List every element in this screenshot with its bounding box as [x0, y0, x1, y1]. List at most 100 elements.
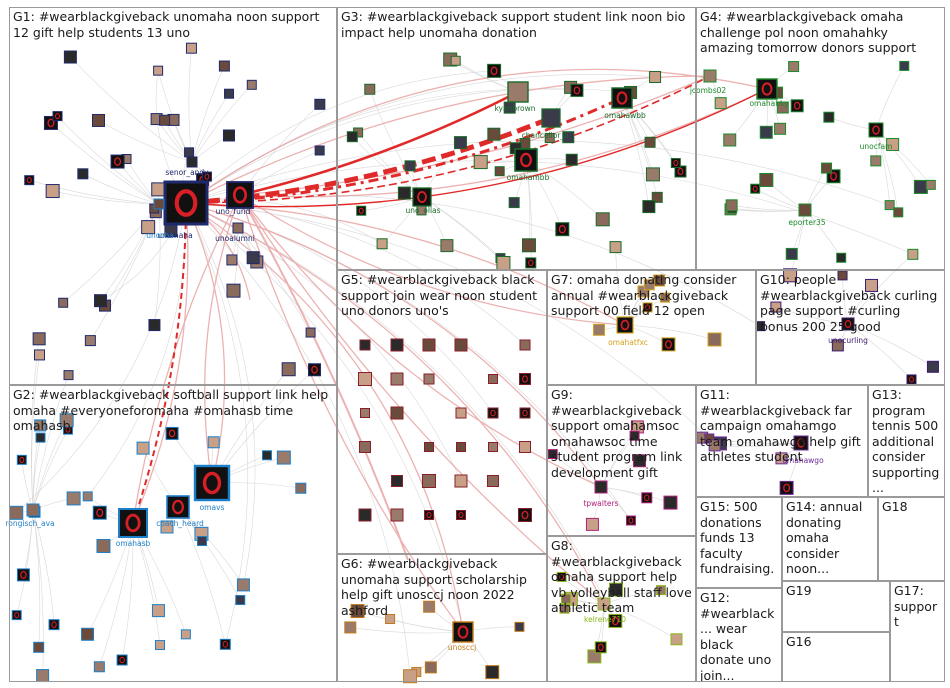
edge-gray — [82, 173, 160, 205]
nodes — [9, 42, 939, 684]
edge-pink — [132, 202, 189, 524]
node — [454, 338, 468, 352]
node — [16, 454, 27, 465]
edge-gray — [185, 140, 890, 206]
node — [488, 374, 498, 384]
node — [440, 239, 454, 253]
node-uno-ollas — [412, 187, 432, 207]
edge-gray — [16, 202, 187, 514]
node — [45, 184, 60, 199]
node — [790, 99, 804, 113]
node — [404, 160, 416, 172]
node — [391, 475, 403, 487]
edge-gray — [775, 306, 849, 325]
edge-red-kyanbrown — [239, 90, 519, 197]
node — [422, 338, 436, 352]
edge-gray — [185, 202, 256, 585]
node — [641, 492, 653, 504]
node — [561, 593, 572, 604]
group-box-g15: G15: 500 donations funds 13 faculty fund… — [696, 497, 782, 588]
group-box-g14: G13: program tennis 500 additional consi… — [868, 385, 945, 497]
node — [836, 252, 847, 263]
node-omahahky — [756, 78, 778, 100]
group-label-g3: G3: #wearblackgiveback support student l… — [341, 9, 686, 40]
group-label-g19: G19 — [786, 583, 812, 598]
node — [185, 42, 197, 54]
edge-pink — [239, 194, 409, 561]
node-label-eporter35: eporter35 — [788, 218, 825, 227]
node — [633, 454, 647, 468]
edge-gray — [185, 70, 495, 204]
group-box-g4: G4: #wearblackgiveback omaha challenge p… — [696, 7, 945, 270]
edge-gray — [32, 509, 41, 648]
node-unocba — [153, 198, 165, 210]
edge-gray — [847, 323, 912, 380]
node-omahambb — [514, 148, 538, 172]
edge-pink — [239, 194, 602, 488]
node — [94, 294, 108, 308]
edge-gray — [191, 93, 230, 163]
node — [788, 61, 800, 73]
node — [473, 155, 488, 170]
group-label-g6: G6: #wearblackgiveback unomaha support s… — [341, 556, 527, 618]
node — [246, 79, 257, 90]
node — [33, 641, 45, 653]
group-label-g1: G1: #wearblackgiveback unomaha noon supp… — [13, 9, 320, 40]
group-box-g1: G1: #wearblackgiveback unomaha noon supp… — [9, 7, 337, 385]
node — [707, 332, 722, 347]
node — [246, 251, 260, 265]
group-label-g14: G13: program tennis 500 additional consi… — [872, 387, 940, 495]
node — [547, 449, 558, 460]
edge-gray — [121, 522, 134, 661]
edge-pink — [185, 202, 464, 633]
node — [494, 166, 505, 177]
node — [180, 629, 191, 640]
edge-gray — [603, 603, 677, 640]
node — [521, 238, 536, 253]
node — [359, 441, 371, 453]
node — [376, 238, 388, 250]
edge-pink — [239, 194, 626, 326]
node — [84, 335, 96, 347]
node — [899, 60, 910, 71]
node-label-unoalumni: unoalumni — [215, 234, 255, 243]
group-label-g8: G8: #wearblackgiveback omaha support hel… — [551, 538, 692, 615]
node — [390, 372, 404, 386]
node — [110, 154, 125, 169]
group-label-g2: G2: #wearblackgiveback softball support … — [13, 387, 329, 433]
node-label-senor-andy: senor_andy — [165, 168, 209, 177]
node — [723, 133, 737, 147]
node — [165, 426, 179, 440]
node — [455, 407, 467, 419]
node — [450, 55, 461, 66]
node — [514, 621, 525, 632]
node — [625, 515, 636, 526]
edge-gray — [760, 323, 849, 328]
edge-gray — [32, 437, 41, 511]
node — [649, 71, 662, 84]
node — [207, 436, 220, 449]
group-box-g13: G14: annual donating omaha consider noon… — [782, 497, 878, 581]
node-label-omahatfxc: omahatfxc — [608, 338, 648, 347]
node — [488, 442, 498, 452]
node — [350, 604, 365, 619]
edge-gray — [369, 89, 423, 198]
node-unocfam — [868, 122, 884, 138]
node — [224, 88, 235, 99]
edge-gray — [185, 202, 616, 622]
node — [487, 475, 499, 487]
node — [226, 283, 241, 298]
node — [424, 442, 434, 452]
node — [356, 205, 367, 216]
node — [556, 571, 567, 582]
node — [774, 122, 787, 135]
node — [424, 510, 434, 520]
node — [629, 430, 640, 441]
group-box-g6: G6: #wearblackgiveback unomaha support s… — [337, 554, 547, 682]
node-label-unocfam: unocfam — [860, 142, 893, 151]
node — [116, 654, 128, 666]
group-box-g10: G10: people #wearblackgiveback curling p… — [756, 270, 945, 385]
node — [783, 268, 798, 283]
node — [66, 491, 81, 506]
node-label-kelrene710: kelrene710 — [584, 615, 626, 624]
